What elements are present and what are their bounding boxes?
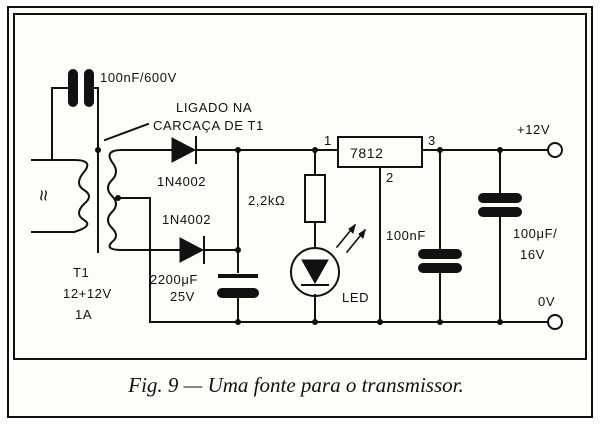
regulator-label: 7812: [350, 145, 384, 161]
output-cap-value: 100μF/: [513, 226, 557, 241]
input-wiring: [31, 87, 99, 233]
output-capacitor-plates: [478, 193, 522, 217]
input-cap-label: 100nF/600V: [100, 70, 177, 85]
transformer-name: T1: [73, 265, 89, 280]
filter-cap-value: 2200μF: [150, 272, 198, 287]
diode-2-symbol: [179, 236, 205, 264]
junction-dot: [437, 319, 443, 325]
resistor-label: 2,2kΩ: [248, 193, 285, 208]
junction-dot: [377, 319, 383, 325]
led-label: LED: [342, 290, 369, 305]
schematic-border: [13, 13, 587, 360]
junction-dot: [437, 147, 443, 153]
led-symbol: [290, 247, 340, 297]
filter-cap-voltage: 25V: [170, 289, 195, 304]
transformer-current: 1A: [75, 307, 92, 322]
junction-dot: [497, 147, 503, 153]
note-line-1: LIGADO NA: [176, 100, 252, 115]
mid-cap-label: 100nF: [386, 228, 426, 243]
input-capacitor-plates: [68, 69, 94, 107]
diode-2-label: 1N4002: [162, 212, 211, 227]
output-cap-voltage: 16V: [520, 247, 545, 262]
core-connection-dot: [95, 147, 101, 153]
primary-winding: [72, 158, 90, 234]
ac-symbol: ≈: [32, 190, 54, 202]
junction-dot: [312, 319, 318, 325]
pin-2-label: 2: [386, 170, 394, 185]
mid-capacitor-plates: [418, 249, 462, 273]
pin-1-label: 1: [324, 133, 332, 148]
positive-output-label: +12V: [517, 122, 550, 137]
junction-dot: [497, 319, 503, 325]
note-pointer: [103, 122, 150, 142]
junction-dot: [235, 319, 241, 325]
junction-dot: [235, 147, 241, 153]
ground-output-label: 0V: [538, 294, 555, 309]
diode-1-label: 1N4002: [157, 174, 206, 189]
resistor-symbol: [304, 174, 326, 223]
secondary-winding: [107, 148, 124, 252]
transformer-rating: 12+12V: [63, 286, 112, 301]
center-tap: [115, 195, 151, 323]
positive-output-terminal: [547, 142, 563, 158]
filter-capacitor-plates: [217, 274, 259, 298]
led-light-arrows: [335, 223, 367, 254]
junction-dot: [235, 247, 241, 253]
figure-caption: Fig. 9 — Uma fonte para o transmissor.: [127, 373, 463, 397]
diode-1-symbol: [171, 136, 197, 164]
ground-output-terminal: [547, 314, 563, 330]
note-line-2: CARCAÇA DE T1: [153, 118, 264, 133]
junction-dot: [312, 147, 318, 153]
pin-3-label: 3: [428, 133, 436, 148]
